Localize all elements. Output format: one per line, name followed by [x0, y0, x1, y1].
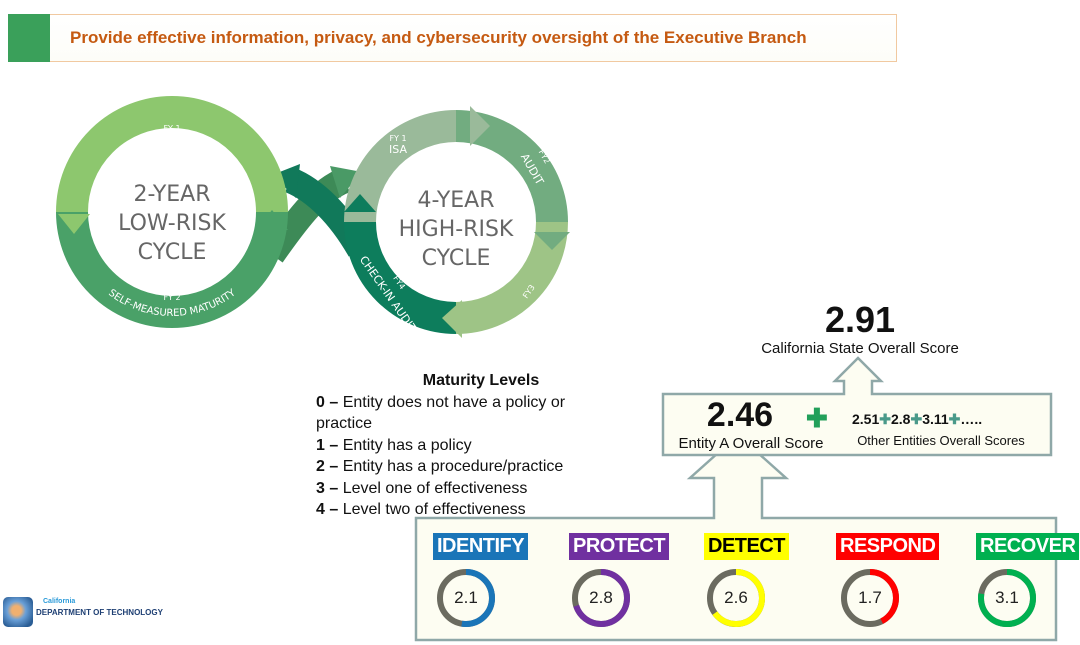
- other-entities-label: Other Entities Overall Scores: [857, 433, 1025, 448]
- entity-score-label: Entity A Overall Score: [678, 435, 824, 452]
- plus-icon: ✚: [879, 411, 891, 427]
- state-score-value: 2.91: [824, 299, 896, 340]
- function-score: 3.1: [995, 588, 1019, 607]
- function-label-identify: IDENTIFY: [433, 533, 529, 560]
- arrowhead: [442, 300, 462, 338]
- arrowhead: [470, 106, 490, 146]
- function-label-recover: RECOVER: [976, 533, 1080, 560]
- logo-line2: DEPARTMENT OF TECHNOLOGY: [36, 608, 163, 617]
- logo-line1: California: [43, 598, 76, 605]
- high-risk-title-2: HIGH-RISK: [399, 217, 514, 242]
- maturity-level-text: Entity has a procedure/practice: [342, 458, 564, 475]
- low-risk-fy1-arc: [56, 96, 288, 213]
- maturity-levels-title: Maturity Levels: [422, 372, 540, 389]
- maturity-level-text: Entity has a policy: [342, 436, 472, 454]
- function-score: 2.1: [454, 588, 478, 607]
- low-fy2-year: FY 2: [163, 293, 180, 302]
- function-label-respond: RESPOND: [836, 533, 940, 560]
- function-label-protect: PROTECT: [569, 533, 670, 560]
- maturity-level-item: 3 – Level one of effectiveness: [316, 478, 616, 500]
- maturity-level-item: 0 – Entity does not have a policy or pra…: [316, 392, 616, 435]
- donut-value-arc-detect: [707, 569, 765, 627]
- maturity-level-text: Level one of effectiveness: [342, 479, 528, 497]
- plus-icon: ✚: [806, 403, 828, 433]
- low-risk-fy2-arc: [56, 211, 288, 328]
- maturity-level-number: 0 –: [316, 393, 339, 411]
- high-fy1-year: FY 1: [389, 134, 406, 143]
- maturity-level-number: 2 –: [316, 458, 339, 475]
- plus-icon: ✚: [948, 411, 961, 427]
- other-entity-score: 2.51: [852, 411, 880, 427]
- high-risk-fy4-arc: [344, 221, 457, 334]
- donut-value-arc-protect: [572, 569, 630, 627]
- low-fy1-label: ISA: [163, 133, 181, 146]
- donut-value-arc-identify: [437, 569, 495, 627]
- high-risk-title-3: CYCLE: [422, 246, 491, 271]
- maturity-level-item: 1 – Entity has a policy: [316, 435, 616, 457]
- low-fy1-year: FY 1: [163, 124, 180, 133]
- maturity-level-number: 1 –: [316, 436, 339, 454]
- low-risk-title-2: LOW-RISK: [118, 211, 226, 236]
- connector-arrowhead: [330, 166, 362, 198]
- function-label-detect: DETECT: [704, 533, 789, 560]
- function-score: 1.7: [858, 588, 882, 607]
- entity-score-value: 2.46: [706, 396, 774, 434]
- maturity-level-number: 3 –: [316, 479, 339, 497]
- low-risk-title-1: 2-YEAR: [134, 182, 211, 207]
- other-entity-score: 2.8: [890, 411, 911, 427]
- function-score: 2.8: [589, 588, 613, 607]
- other-entity-score: 3.11: [922, 411, 949, 427]
- entity-box: [661, 356, 1053, 457]
- arrowhead: [256, 210, 288, 230]
- donut-charts: [437, 569, 1036, 627]
- donut-value-arc-respond: [841, 569, 899, 627]
- other-entity-score: …..: [960, 411, 983, 427]
- banner-title: Provide effective information, privacy, …: [70, 28, 807, 47]
- cycle-diagram: 2-YEAR LOW-RISK CYCLE 4-YEAR HIGH-RISK C…: [56, 96, 570, 338]
- maturity-levels-list: 0 – Entity does not have a policy or pra…: [316, 392, 616, 521]
- arrowhead: [58, 214, 90, 234]
- other-entities-scores: 2.51✚2.8✚3.11✚…..: [852, 411, 982, 427]
- plus-icon: ✚: [910, 411, 923, 427]
- maturity-levels: Maturity Levels 0 – Entity does not have…: [316, 370, 616, 521]
- logo-icon: [3, 597, 33, 627]
- high-risk-title-1: 4-YEAR: [418, 188, 495, 213]
- high-fy1-label: ISA: [389, 143, 407, 156]
- maturity-level-text: Level two of effectiveness: [342, 501, 526, 518]
- arrowhead: [344, 194, 376, 212]
- arrowhead: [534, 232, 570, 250]
- maturity-level-text: Entity does not have a policy or practic…: [316, 393, 566, 433]
- donut-value-arc-recover: [978, 569, 1036, 627]
- low-risk-title-3: CYCLE: [138, 240, 207, 265]
- maturity-level-item: 2 – Entity has a procedure/practice: [316, 456, 616, 478]
- banner: [50, 14, 897, 62]
- state-score-label: California State Overall Score: [761, 340, 959, 357]
- function-score: 2.6: [724, 588, 748, 607]
- maturity-level-number: 4 –: [316, 501, 339, 518]
- maturity-level-item: 4 – Level two of effectiveness: [316, 499, 616, 521]
